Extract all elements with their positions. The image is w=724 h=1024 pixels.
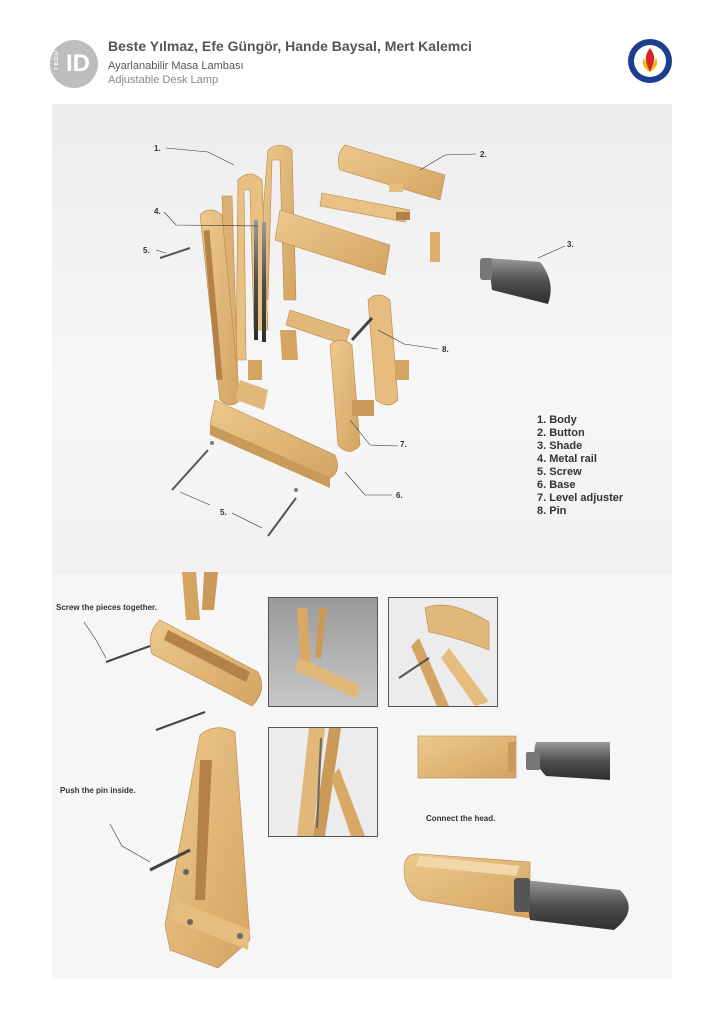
screw-step-illustration [83,572,263,731]
pin-step-illustration [109,727,251,969]
callout-6: 6. [396,491,403,500]
photo-rail-closeup-drawing [297,728,365,836]
title-turkish: Ayarlanabilir Masa Lambası [108,60,244,72]
caption-screw: Screw the pieces together. [56,603,157,612]
pin-part [350,316,374,342]
title-english: Adjustable Desk Lamp [108,74,219,86]
photo-base-assembly-drawing [295,608,361,698]
callout-5b: 5. [220,508,227,517]
callout-5a: 5. [143,246,150,255]
legend-item: 6. Base [537,479,576,491]
authors: Beste Yılmaz, Efe Güngör, Hande Baysal, … [108,38,472,54]
photo-base-assembly [268,597,378,707]
logo-big-text: ID [66,50,90,77]
legend-item: 3. Shade [537,440,583,452]
metal-rail [254,220,266,342]
university-emblem [628,39,672,83]
head-connection-illustration [417,735,610,780]
screws [159,247,298,537]
callout-lines [155,147,566,529]
photo-joint-closeup [388,597,498,707]
lower-frame [236,309,351,410]
legend-item: 8. Pin [537,505,567,517]
callout-3: 3. [567,240,574,249]
exploded-view-panel [52,104,672,574]
callout-7: 7. [400,440,407,449]
legend-item: 1. Body [537,414,577,426]
legend-item: 2. Button [537,427,585,439]
photo-joint-closeup-drawing [398,604,490,706]
assembled-head-illustration [403,853,629,930]
button-part [319,144,446,223]
callout-2: 2. [480,150,487,159]
base-part [209,399,338,488]
caption-pin: Push the pin inside. [60,786,136,795]
callout-4: 4. [154,207,161,216]
photo-rail-closeup [268,727,378,837]
legend-item: 7. Level adjuster [537,492,624,504]
parts-legend: 1. Body 2. Button 3. Shade 4. Metal rail… [537,414,623,518]
legend-item: 5. Screw [537,466,582,478]
header: TEDU ID Beste Yılmaz, Efe Güngör, Hande … [0,0,724,100]
tedu-id-logo: TEDU ID [50,40,98,88]
callout-8: 8. [442,345,449,354]
caption-head: Connect the head. [426,814,496,823]
top-arm [274,209,440,276]
legend-item: 4. Metal rail [537,453,597,465]
callout-1: 1. [154,144,161,153]
shade-part [480,258,551,304]
level-adjuster [329,294,409,452]
